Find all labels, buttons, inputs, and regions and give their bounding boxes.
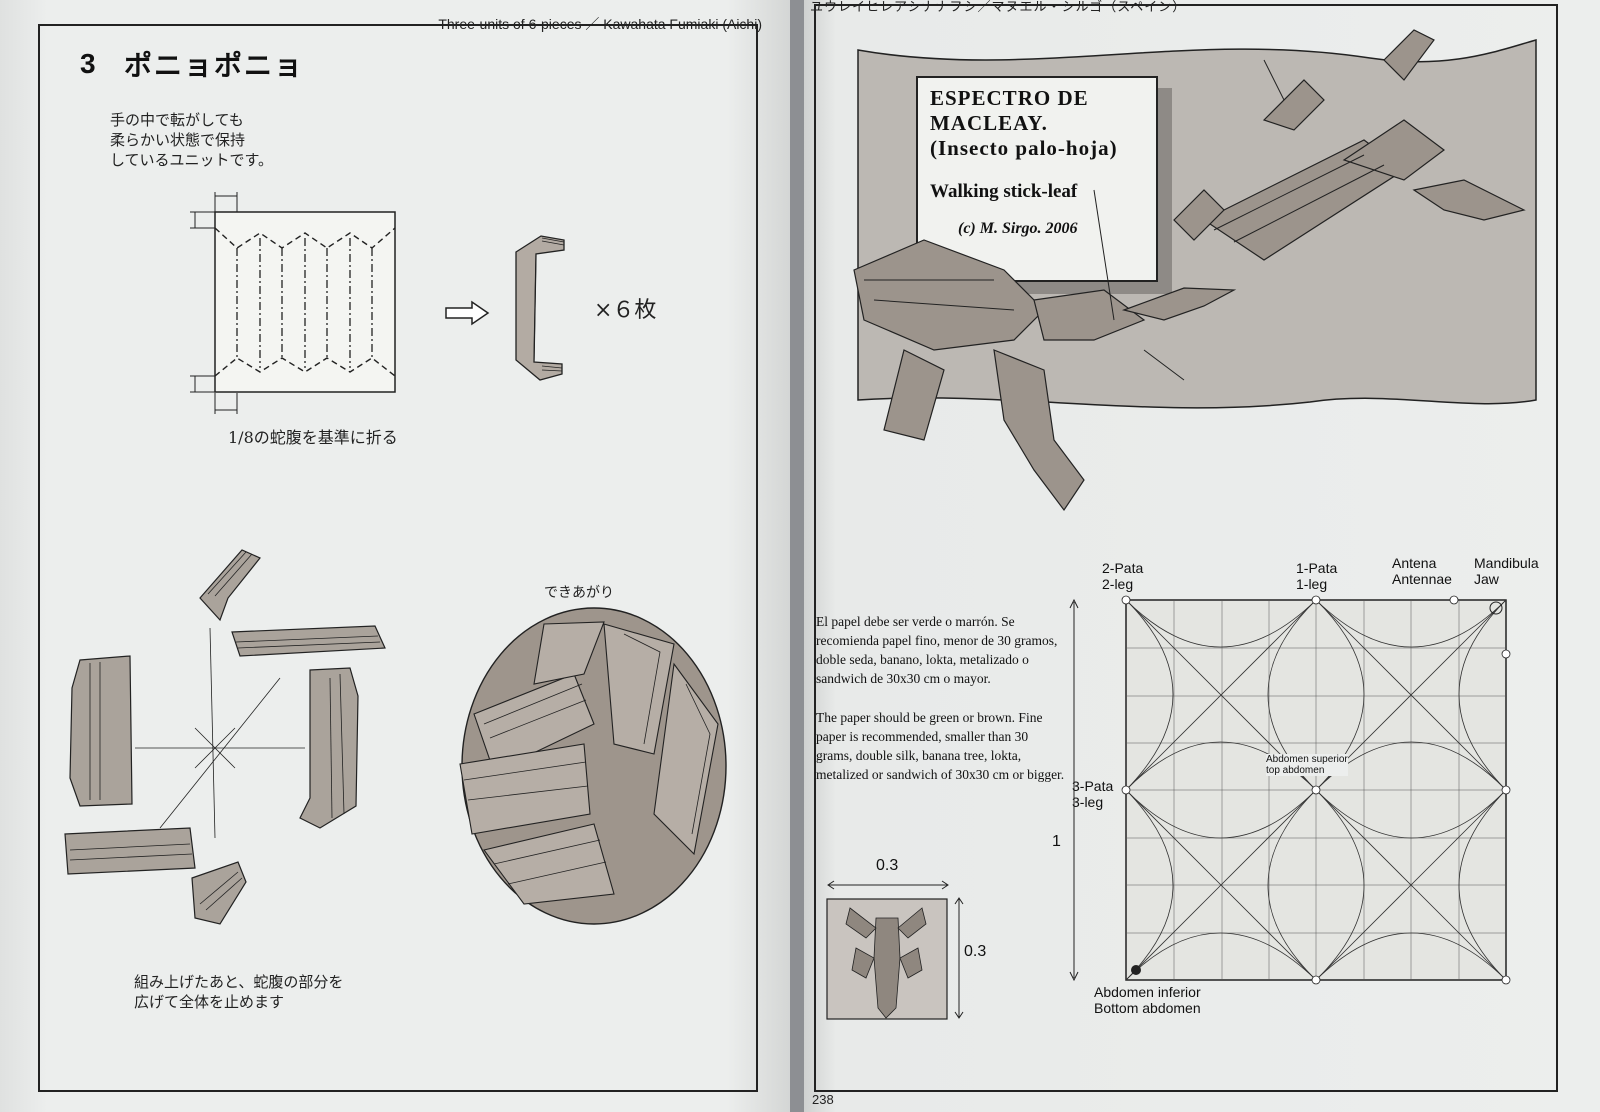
step1-caption: 1/8の蛇腹を基準に折る	[228, 428, 398, 447]
paper-note-es: El papel debe ser verde o marrón. Se rec…	[816, 614, 1058, 686]
base-height-label: 0.3	[964, 943, 987, 960]
label-jaw-en: Jaw	[1474, 571, 1499, 587]
unit-crease-pattern	[190, 192, 396, 414]
side-dimension-arrow	[1069, 598, 1079, 982]
label-leg1-en: 1-leg	[1296, 576, 1328, 592]
page-number: 238	[812, 1092, 834, 1107]
assembly-caption-line: 広げて全体を止めます	[134, 993, 285, 1011]
label-jaw-es: Mandibula	[1474, 555, 1539, 571]
description-line: 柔らかい状態で保持	[110, 131, 246, 149]
description-line: 手の中で転がしても	[110, 111, 244, 129]
left-page: Three-units of 6-pieces ／ Kawahata Fumia…	[0, 0, 790, 1112]
base-height-arrow	[954, 897, 964, 1019]
label-abdomen-top-es: Abdomen superior	[1266, 754, 1348, 765]
label-leg1: 1-Pata 1-leg	[1296, 560, 1337, 592]
label-antenna: Antena Antennae	[1392, 555, 1452, 587]
label-leg3-es: 3-Pata	[1072, 778, 1114, 794]
card-subtitle: Walking stick-leaf	[930, 181, 1078, 202]
finished-ball-illustration	[459, 607, 727, 925]
label-antenna-es: Antena	[1392, 555, 1437, 571]
label-leg1-es: 1-Pata	[1296, 560, 1338, 576]
label-abdomen-top: Abdomen superior top abdomen	[1266, 754, 1348, 776]
right-page: ユウレイヒレアシナナフシ／マヌエル・シルゴ（スペイン） ESPECTRO DE …	[804, 0, 1600, 1112]
section-title: ポニョポニョ	[124, 49, 305, 82]
label-abdomen-bottom: Abdomen inferior Bottom abdomen	[1094, 984, 1201, 1016]
label-jaw: Mandibula Jaw	[1474, 555, 1539, 587]
right-page-header: ユウレイヒレアシナナフシ／マヌエル・シルゴ（スペイン）	[810, 0, 1187, 15]
card-title-line: MACLEAY.	[930, 111, 1048, 135]
insect-illustration	[853, 29, 1526, 512]
unit-description: 手の中で転がしても 柔らかい状態で保持 しているユニットです。	[110, 110, 273, 170]
card-credit: (c) M. Sirgo. 2006	[958, 220, 1078, 237]
assembly-caption: 組み上げたあと、蛇腹の部分を 広げて全体を止めます	[134, 972, 343, 1012]
description-line: しているユニットです。	[110, 151, 274, 169]
label-abdomen-top-en: top abdomen	[1266, 765, 1325, 776]
assembly-diagram	[64, 549, 386, 925]
unit-count: ×６枚	[594, 298, 657, 323]
finished-label: できあがり	[544, 585, 614, 601]
right-page-frame	[814, 4, 1558, 1092]
card-title-line: ESPECTRO DE	[930, 86, 1089, 110]
card-title: ESPECTRO DE MACLEAY. (Insecto palo-hoja)	[930, 86, 1118, 161]
folded-unit-illustration	[515, 235, 565, 381]
assembly-caption-line: 組み上げたあと、蛇腹の部分を	[134, 973, 344, 991]
paper-note-en: The paper should be green or brown. Fine…	[816, 710, 1065, 782]
base-model-illustration	[826, 898, 948, 1020]
label-antenna-en: Antennae	[1392, 571, 1452, 587]
label-leg3: 3-Pata 3-leg	[1072, 778, 1113, 810]
label-abdomen-bottom-es: Abdomen inferior	[1094, 984, 1201, 1000]
side-dimension-label: 1	[1052, 833, 1061, 850]
label-leg2-es: 2-Pata	[1102, 560, 1144, 576]
section-number: 3	[80, 48, 96, 79]
title-card: ESPECTRO DE MACLEAY. (Insecto palo-hoja)…	[916, 76, 1158, 282]
label-leg2: 2-Pata 2-leg	[1102, 560, 1143, 592]
card-title-line: (Insecto palo-hoja)	[930, 136, 1118, 160]
base-width-label: 0.3	[876, 857, 899, 874]
arrow-icon	[445, 300, 490, 326]
label-leg2-en: 2-leg	[1102, 576, 1134, 592]
base-width-arrow	[827, 880, 949, 890]
left-page-header: Three-units of 6-pieces ／ Kawahata Fumia…	[438, 16, 762, 32]
crease-pattern-diagram	[1121, 595, 1511, 985]
left-page-frame	[38, 24, 758, 1092]
label-abdomen-bottom-en: Bottom abdomen	[1094, 1000, 1201, 1016]
label-leg3-en: 3-leg	[1072, 794, 1104, 810]
